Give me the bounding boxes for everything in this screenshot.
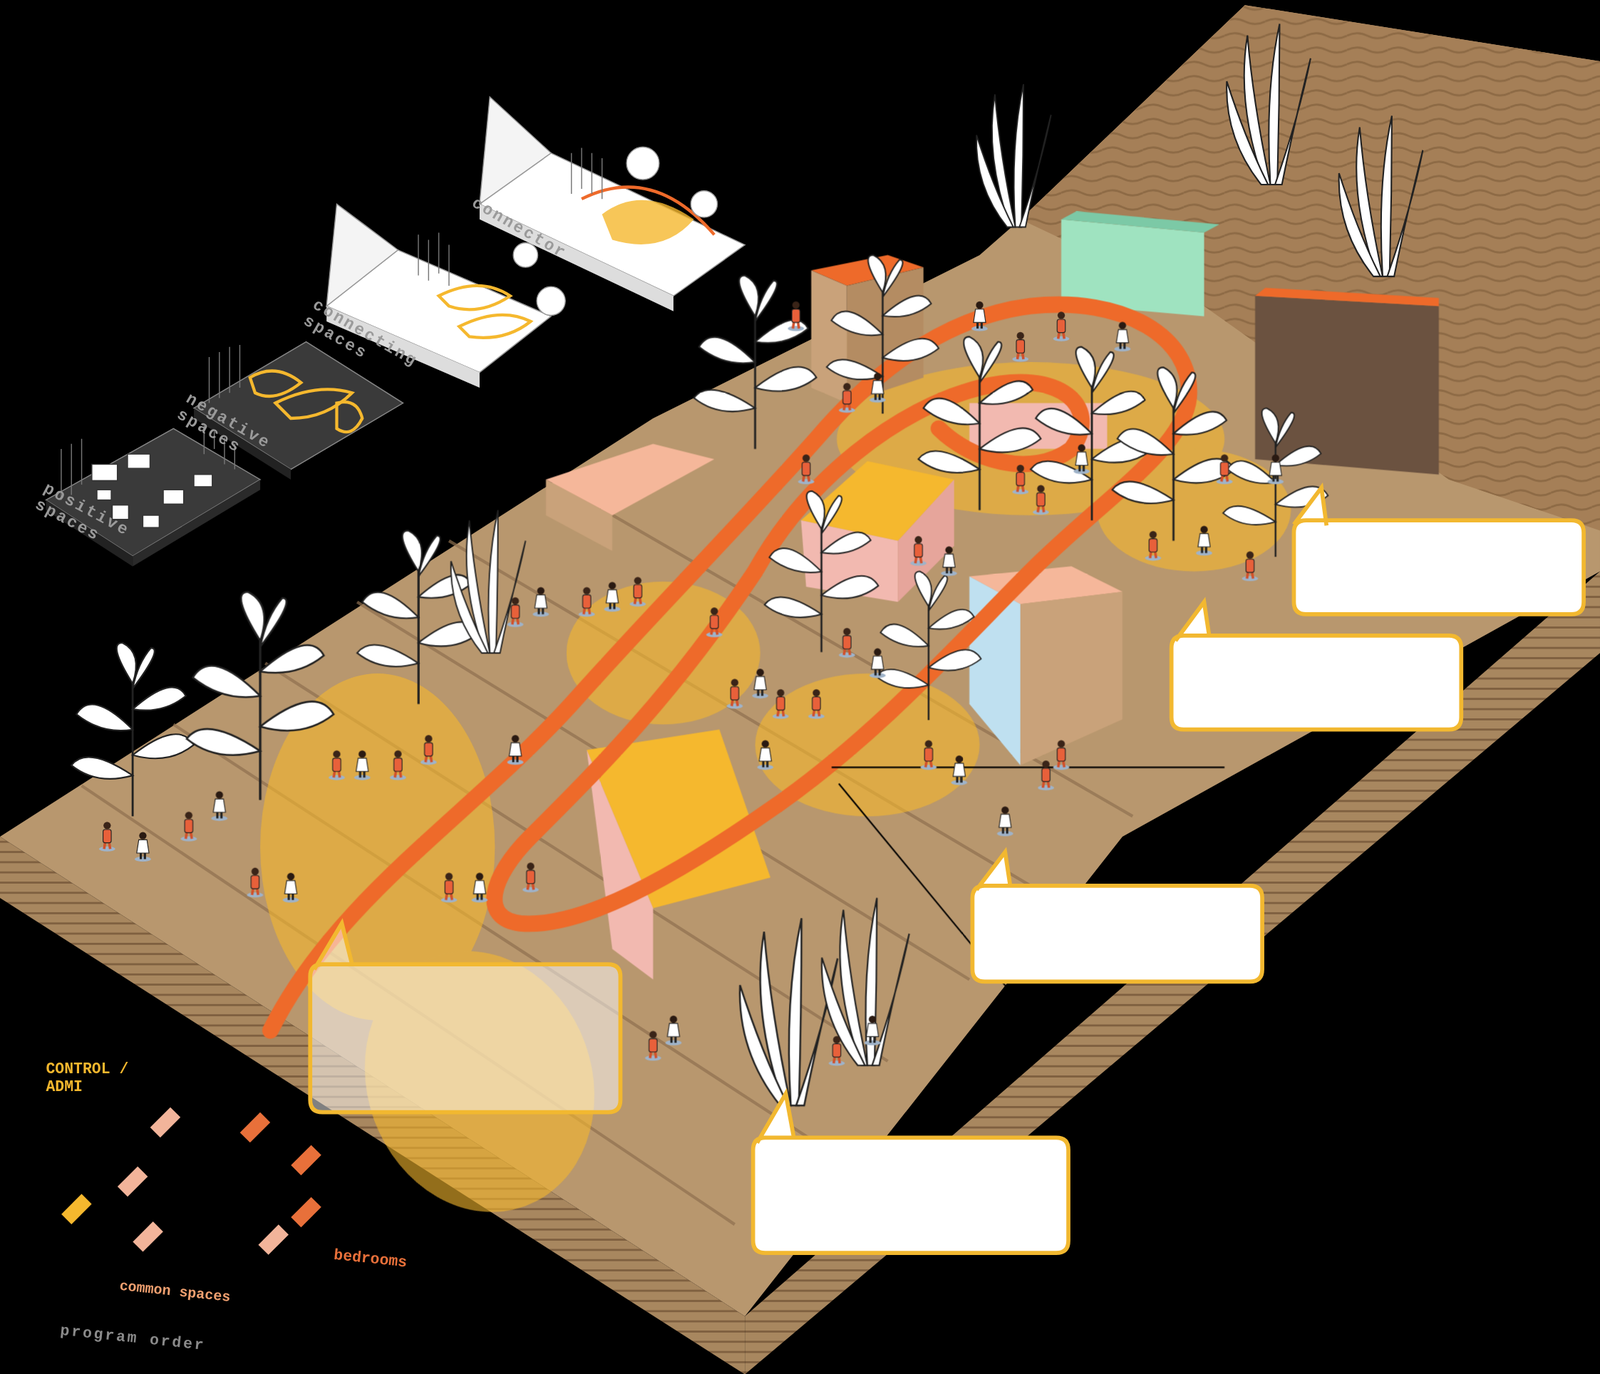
person <box>246 868 263 898</box>
person <box>1032 485 1050 516</box>
person <box>1012 464 1029 495</box>
slab-side <box>744 571 1600 1374</box>
person <box>665 1015 683 1046</box>
person <box>522 862 539 893</box>
person <box>1053 740 1070 771</box>
plant <box>1226 24 1311 186</box>
person <box>1241 551 1258 582</box>
person <box>726 679 743 710</box>
legend-swatch <box>150 1107 182 1139</box>
person <box>1267 454 1284 485</box>
person <box>507 734 524 765</box>
person <box>1216 454 1233 485</box>
person <box>282 873 300 903</box>
person <box>578 587 596 618</box>
person <box>787 301 804 332</box>
person <box>441 873 458 903</box>
legend-label: common spaces <box>119 1277 293 1313</box>
person <box>869 648 886 679</box>
plant <box>875 571 981 721</box>
person <box>99 821 116 852</box>
person <box>210 791 228 822</box>
plant <box>1112 367 1236 541</box>
person <box>1012 332 1029 363</box>
plants <box>71 24 1423 1107</box>
person <box>354 750 371 781</box>
person <box>420 734 437 765</box>
person <box>997 806 1014 837</box>
diagram-label: program order <box>59 1322 234 1359</box>
plant <box>739 918 838 1107</box>
person <box>838 627 856 658</box>
person <box>1037 760 1055 791</box>
plant <box>1339 115 1424 277</box>
legend-label: bedrooms <box>332 1247 457 1278</box>
person <box>772 689 789 720</box>
legend-swatch <box>240 1112 271 1144</box>
person <box>940 546 958 577</box>
terraces <box>81 479 1134 1225</box>
person <box>629 577 646 608</box>
person <box>1144 530 1161 561</box>
plant <box>694 275 817 449</box>
plant <box>451 510 526 653</box>
person <box>706 607 723 638</box>
person <box>864 1015 881 1046</box>
person <box>328 750 345 781</box>
person <box>751 668 769 699</box>
plant <box>976 84 1052 227</box>
slab-top <box>0 4 1600 1317</box>
person <box>798 454 815 485</box>
plant <box>826 255 939 415</box>
person <box>604 582 621 613</box>
person <box>471 873 488 903</box>
person <box>808 689 825 720</box>
person <box>920 740 937 771</box>
plant <box>764 491 879 653</box>
leader-line <box>831 766 1225 769</box>
person <box>869 372 886 403</box>
plant <box>918 336 1042 510</box>
person <box>1195 525 1213 556</box>
person <box>389 750 407 781</box>
legend-swatch <box>61 1193 92 1225</box>
plant <box>821 897 910 1066</box>
concept-slabs <box>45 96 745 567</box>
person <box>180 811 197 842</box>
person <box>1053 311 1070 342</box>
person <box>644 1031 662 1062</box>
people <box>99 301 1284 1067</box>
person <box>756 740 774 771</box>
program-swatches <box>117 1145 322 1256</box>
person <box>828 1036 846 1067</box>
person <box>1073 444 1090 474</box>
person <box>507 597 524 628</box>
person <box>910 535 927 566</box>
person <box>838 382 856 413</box>
person <box>1113 322 1131 353</box>
callouts <box>310 487 1584 1253</box>
plant <box>71 642 194 817</box>
person <box>950 755 968 786</box>
person <box>971 301 988 332</box>
legend-label: CONTROL / ADMI <box>45 1061 158 1097</box>
person <box>134 831 152 862</box>
person <box>532 587 549 618</box>
plant <box>186 591 334 800</box>
